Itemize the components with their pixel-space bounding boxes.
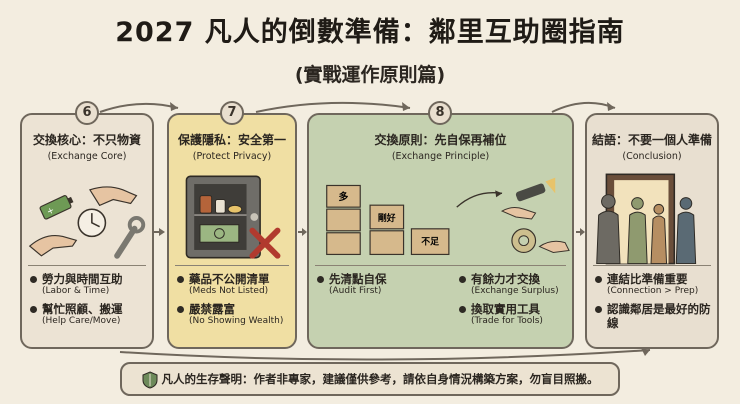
clock-icon: [77, 208, 107, 238]
battery-icon: +: [39, 195, 74, 220]
bullet-list: 勞力與時間互助 (Labor & Time) 幫忙照顧、搬運 (Help Car…: [30, 272, 148, 332]
panel-conclusion: 結語：不要一個人準備 (Conclusion) 連結比準備重要 (Connect…: [585, 113, 719, 349]
panel-title: 結語：不要一個人準備: [591, 133, 712, 147]
box-label-short: 不足: [421, 237, 439, 248]
arrow-7-to-8: [255, 101, 411, 113]
arrow-bottom: [119, 349, 651, 361]
protect-privacy-illustration: [185, 175, 281, 259]
arrow-6-to-7: [99, 102, 179, 113]
bullet-list: 藥品不公開清單 (Meds Not Listed) 嚴禁露富 (No Showi…: [177, 272, 291, 332]
disclaimer-text: 凡人的生存聲明：作者非專家，建議僅供參考，請依自身情況構築方案，勿盲目照搬。: [161, 372, 599, 386]
disclaimer-banner: 凡人的生存聲明：作者非專家，建議僅供參考，請依自身情況構築方案，勿盲目照搬。: [120, 362, 620, 396]
arrow-8-to-9: [551, 101, 616, 113]
exchange-core-illustration: +: [28, 186, 146, 259]
bullet-list-right: 有餘力才交換 (Exchange Surplus) 換取實用工具 (Trade …: [459, 272, 568, 332]
panel-exchange-principle: 交換原則：先自保再補位 (Exchange Principle) 多 剛好 不足: [307, 113, 574, 349]
panel-subtitle: (Protect Privacy): [192, 151, 272, 162]
conclusion-illustration: [596, 173, 697, 265]
list-item: 有餘力才交換 (Exchange Surplus): [459, 272, 568, 297]
panel-subtitle: (Exchange Core): [47, 151, 127, 162]
box-label-enough: 剛好: [378, 212, 396, 224]
flashlight-icon: [515, 177, 556, 202]
step-8-badge: 8: [428, 101, 452, 125]
list-item: 藥品不公開清單 (Meds Not Listed): [177, 272, 291, 297]
handshake-icon: [28, 186, 138, 257]
list-item: 換取實用工具 (Trade for Tools): [459, 302, 568, 327]
list-item: 認識鄰居是最好的防線: [595, 302, 713, 330]
panel-subtitle: (Exchange Principle): [391, 151, 490, 162]
step-7-badge: 7: [220, 101, 244, 125]
panel-title: 交換核心：不只物資: [32, 133, 141, 147]
bullet-list: 連結比準備重要 (Connection > Prep) 認識鄰居是最好的防線: [595, 272, 713, 335]
safe-icon: [185, 175, 261, 259]
neighbors-icon: [596, 194, 697, 265]
cross-mark-icon: [249, 227, 281, 259]
panel-title: 交換原則：先自保再補位: [374, 133, 507, 147]
wrench-icon: [114, 216, 146, 259]
svg-text:+: +: [45, 205, 56, 217]
page-subtitle: (實戰運作原則篇): [294, 64, 446, 86]
list-item: 先清點自保 (Audit First): [317, 272, 442, 297]
tape-icon: [511, 228, 537, 254]
bullet-list-left: 先清點自保 (Audit First): [317, 272, 442, 302]
box-label-many: 多: [339, 190, 349, 203]
boxes-icon: [326, 184, 450, 256]
shield-icon: [142, 370, 157, 389]
list-item: 勞力與時間互助 (Labor & Time): [30, 272, 148, 297]
panel-exchange-core: 交換核心：不只物資 (Exchange Core) + 勞力與時間互助 (Lab…: [20, 113, 154, 349]
exchange-principle-illustration: 多 剛好 不足: [326, 177, 570, 256]
medicine-icon: [199, 195, 243, 214]
cash-icon: [199, 224, 240, 243]
list-item: 連結比準備重要 (Connection > Prep): [595, 272, 713, 297]
list-item: 嚴禁露富 (No Showing Wealth): [177, 302, 291, 327]
panel-protect-privacy: 保護隱私：安全第一 (Protect Privacy) 藥品不公開清單 (Med…: [167, 113, 297, 349]
panel-subtitle: (Conclusion): [622, 151, 682, 162]
page-title: 2027 凡人的倒數準備：鄰里互助圈指南: [115, 17, 625, 48]
list-item: 幫忙照顧、搬運 (Help Care/Move): [30, 302, 148, 327]
panel-title: 保護隱私：安全第一: [177, 133, 286, 147]
step-6-badge: 6: [75, 101, 99, 125]
